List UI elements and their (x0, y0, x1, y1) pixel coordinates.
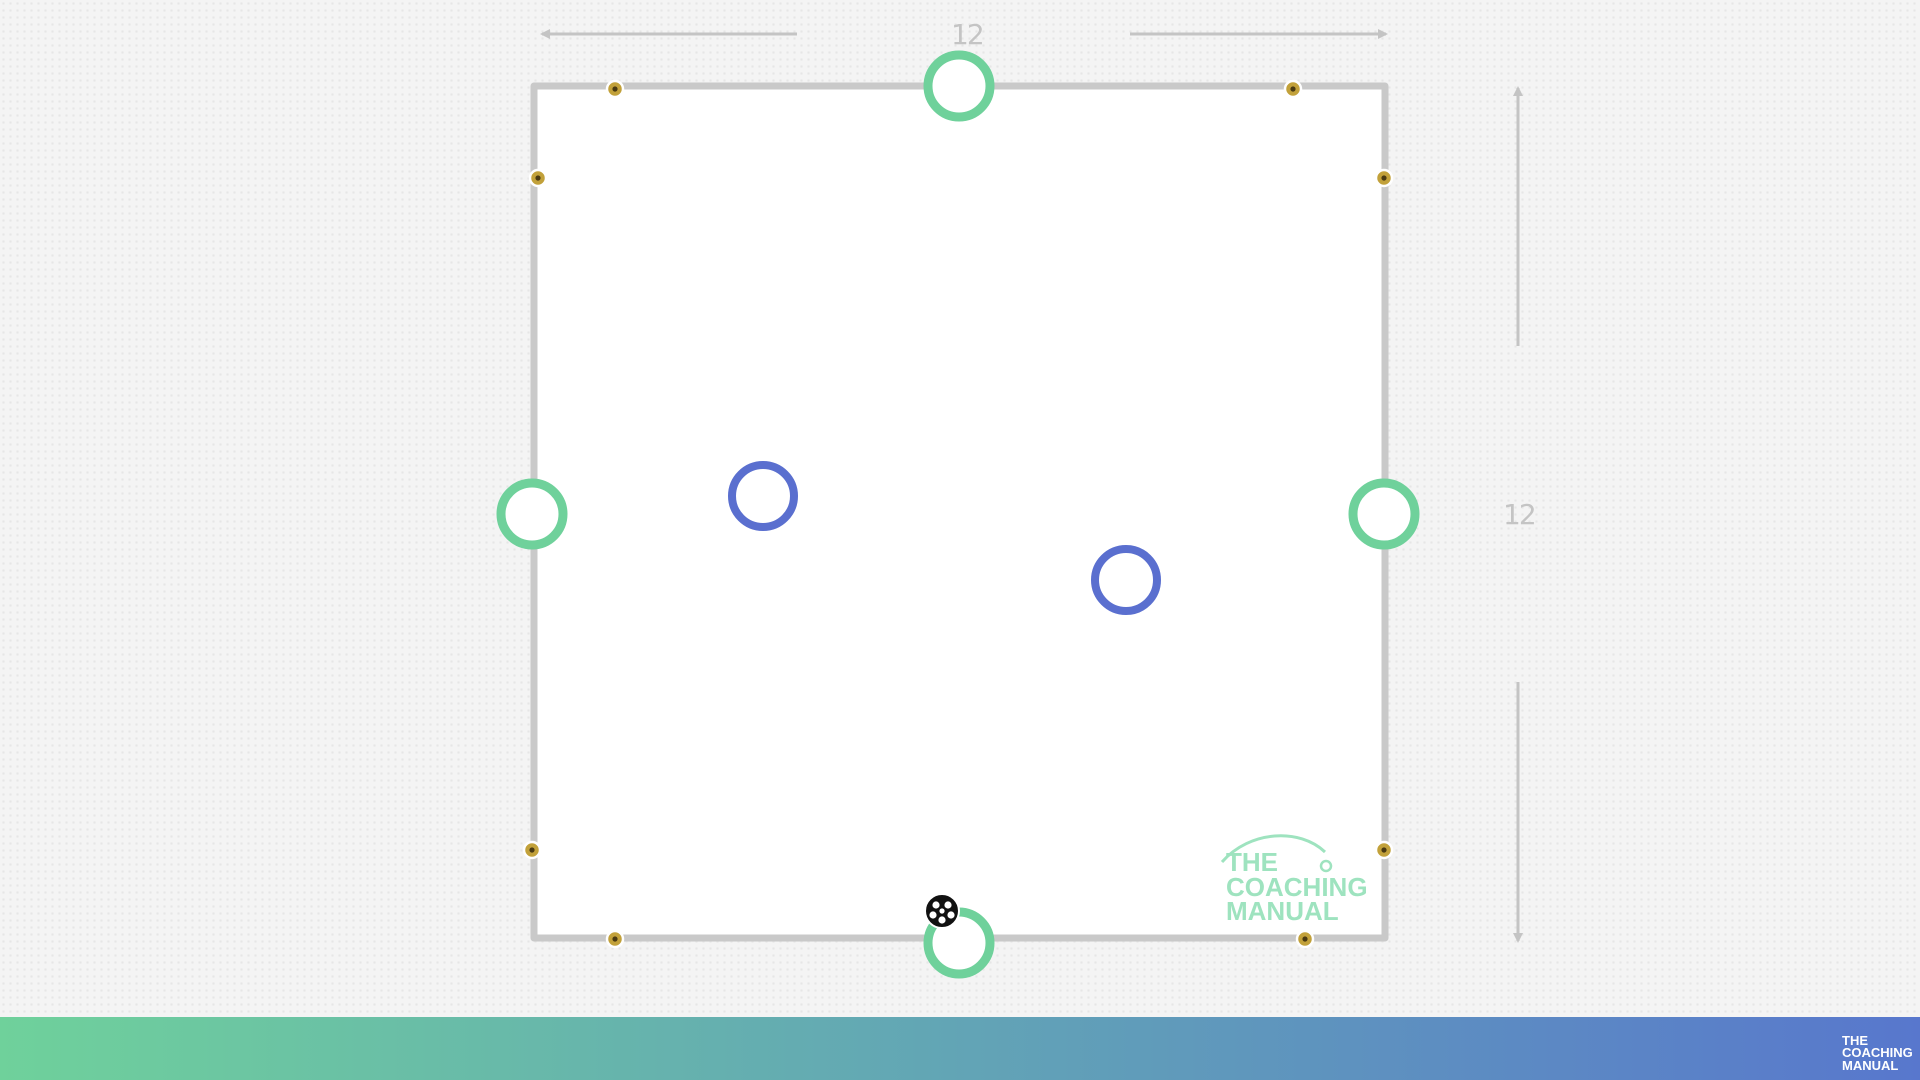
footer-logo-line: THE (1842, 1033, 1868, 1048)
gate-left (496, 478, 568, 550)
cones (522, 79, 1394, 949)
height-label: 12 (1503, 498, 1537, 531)
player-blue (728, 461, 798, 531)
watermark-logo-text: THE COACHING MANUAL (1226, 847, 1368, 927)
pitch-area (534, 86, 1385, 938)
watermark-line: COACHING (1226, 871, 1368, 902)
gate-right (1348, 478, 1420, 550)
footer-logo-text: THE COACHING MANUAL (1842, 1033, 1913, 1073)
width-label: 12 (951, 18, 985, 51)
watermark-line: THE (1226, 847, 1278, 877)
footer-logo-line: COACHING (1842, 1045, 1913, 1061)
footer-bar (0, 1017, 1920, 1080)
player-blue (1091, 545, 1161, 615)
footer-logo-line: MANUAL (1842, 1057, 1899, 1073)
gate-top (923, 50, 995, 122)
watermark-line: MANUAL (1226, 896, 1339, 927)
soccer-ball-icon (924, 893, 960, 929)
